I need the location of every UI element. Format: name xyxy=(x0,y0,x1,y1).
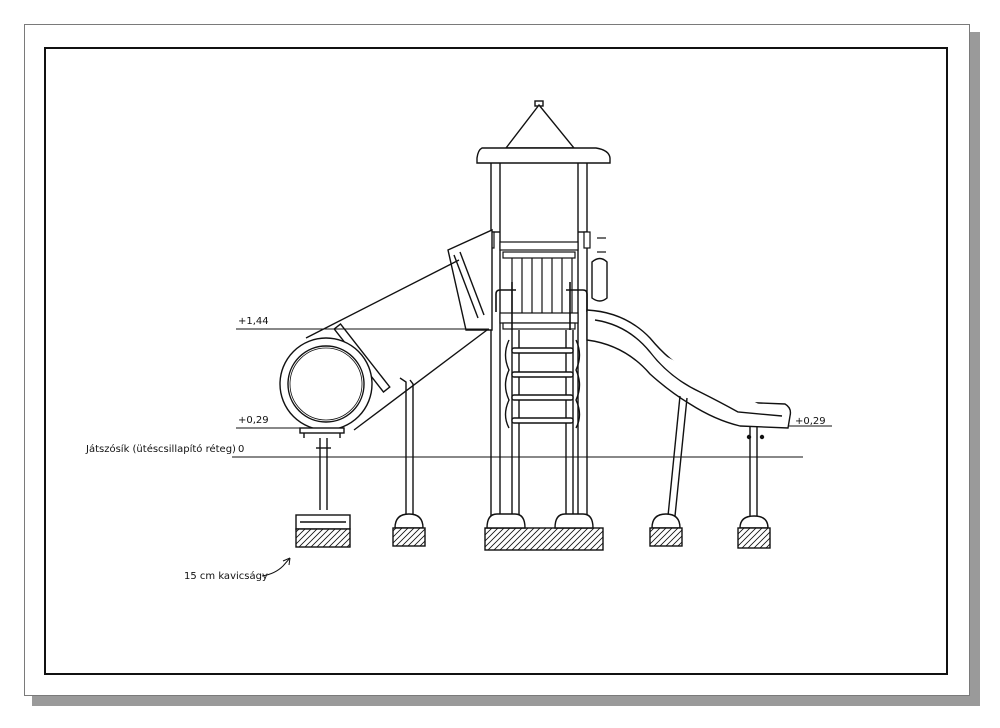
tower-handles xyxy=(495,282,588,330)
tube-leg xyxy=(316,438,331,510)
ladder xyxy=(504,330,581,518)
level-label-left: +0,29 xyxy=(238,415,269,426)
level-lines xyxy=(232,328,832,577)
tube-slide xyxy=(279,228,493,438)
ground-level-label: Játszósík (ütéscsillapító réteg) xyxy=(85,443,236,455)
wave-slide xyxy=(586,257,792,518)
level-label-right: +0,29 xyxy=(795,416,826,427)
drawing-sheet xyxy=(24,24,970,696)
foundations xyxy=(295,513,771,551)
level-label-top: +1,44 xyxy=(238,316,269,327)
roof xyxy=(476,100,611,164)
inner-frame xyxy=(44,47,948,675)
gravel-label: 15 cm kavicságy xyxy=(184,570,268,582)
tube-support xyxy=(399,377,414,518)
ground-level-value: 0 xyxy=(238,444,244,455)
